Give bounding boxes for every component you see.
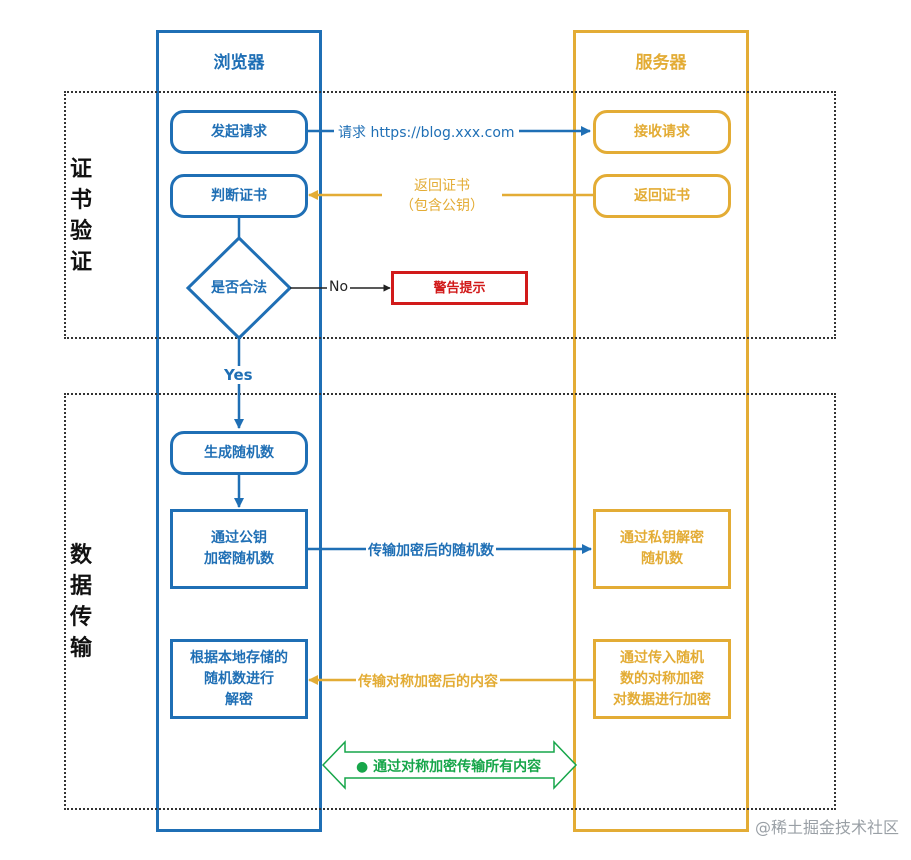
decrypt-local-line: 随机数进行: [204, 670, 274, 687]
judge-cert-node: 判断证书: [170, 174, 308, 218]
encrypt-symmetric-line: 通过传入随机: [620, 649, 704, 666]
cert-label-char: 证: [69, 157, 92, 182]
gen-random-node: 生成随机数: [170, 431, 308, 475]
data-label-char: 传: [69, 605, 92, 630]
server-lane: 服务器: [573, 30, 749, 832]
return-cert-label-line: 返回证书: [414, 178, 470, 194]
cert-label-char: 证: [69, 250, 92, 275]
request-edge-label: 请求 https://blog.xxx.com: [334, 122, 519, 142]
data-label-char: 据: [69, 574, 92, 599]
decrypt-privkey-line: 通过私钥解密: [620, 530, 704, 546]
browser-lane-title: 浏览器: [213, 53, 265, 73]
encrypt-symmetric-node: 通过传入随机 数的对称加密 对数据进行加密: [593, 639, 731, 719]
data-label-char: 输: [69, 636, 92, 661]
encrypt-pubkey-line: 加密随机数: [204, 551, 274, 567]
transfer-content-edge-label: 传输对称加密后的内容: [356, 671, 500, 691]
return-cert-node: 返回证书: [593, 174, 731, 218]
decrypt-privkey-line: 随机数: [641, 551, 683, 567]
cert-verification-zone: [64, 91, 836, 339]
symmetric-double-arrow: [321, 740, 578, 790]
cert-label-char: 书: [69, 188, 92, 213]
is-legal-label: 是否合法: [211, 279, 267, 296]
symmetric-edge-label: ● 通过对称加密传输所有内容: [356, 759, 542, 775]
no-edge-label: No: [327, 279, 351, 295]
data-label-char: 数: [69, 543, 92, 568]
browser-lane: 浏览器: [156, 30, 322, 832]
yes-edge-label: Yes: [224, 366, 253, 384]
return-cert-edge-label: 返回证书 （包含公钥）: [382, 176, 502, 216]
watermark-text: @稀土掘金技术社区: [754, 818, 899, 837]
return-cert-label-line: （包含公钥）: [400, 198, 484, 214]
encrypt-symmetric-line: 对数据进行加密: [613, 691, 711, 708]
warning-node: 警告提示: [391, 271, 528, 305]
decrypt-privkey-node: 通过私钥解密 随机数: [593, 509, 731, 589]
decrypt-local-line: 解密: [225, 691, 253, 708]
cert-label-char: 验: [69, 219, 92, 244]
receive-request-node: 接收请求: [593, 110, 731, 154]
data-transfer-zone: [64, 393, 836, 810]
decrypt-local-line: 根据本地存储的: [190, 649, 288, 666]
encrypt-pubkey-line: 通过公钥: [211, 530, 267, 546]
encrypt-pubkey-node: 通过公钥 加密随机数: [170, 509, 308, 589]
server-lane-title: 服务器: [635, 53, 687, 73]
send-request-node: 发起请求: [170, 110, 308, 154]
data-section-label: 数 据 传 输: [66, 540, 96, 664]
decrypt-local-node: 根据本地存储的 随机数进行 解密: [170, 639, 308, 719]
encrypt-symmetric-line: 数的对称加密: [620, 670, 704, 687]
cert-section-label: 证 书 验 证: [66, 154, 96, 278]
transfer-random-edge-label: 传输加密后的随机数: [366, 540, 496, 560]
